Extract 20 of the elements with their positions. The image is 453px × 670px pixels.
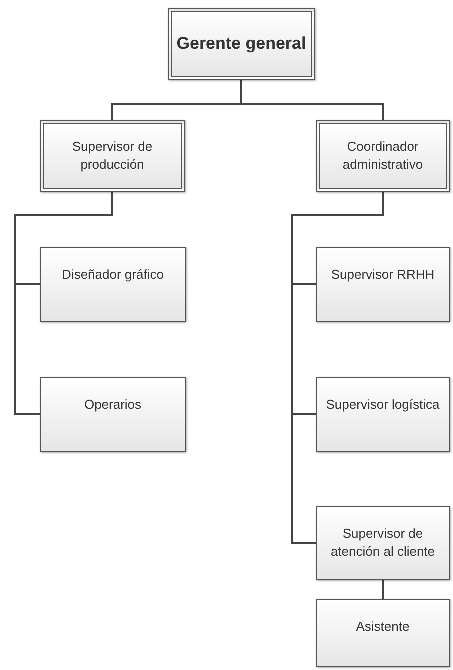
role-box [316,599,450,667]
role-box [40,377,186,452]
position-title: Diseñador gráfico [62,266,164,284]
position-title: Asistente [356,618,410,636]
role-box [316,247,450,322]
position-box [168,8,315,80]
role-box [316,506,450,580]
connector-line [382,580,384,599]
position-title: Coordinador administrativo [342,138,424,174]
position-title: Operarios [84,396,142,414]
position-box [40,120,185,192]
position-title: Supervisor de atención al cliente [330,525,436,560]
position-title: Supervisor de producción [71,138,154,174]
position-title: Gerente general [176,32,306,55]
position-box [316,120,450,192]
connector-line [14,192,114,416]
position-title: Supervisor logística [326,396,440,414]
role-box [316,377,450,452]
role-box [40,247,186,322]
position-title: Supervisor RRHH [331,266,435,284]
